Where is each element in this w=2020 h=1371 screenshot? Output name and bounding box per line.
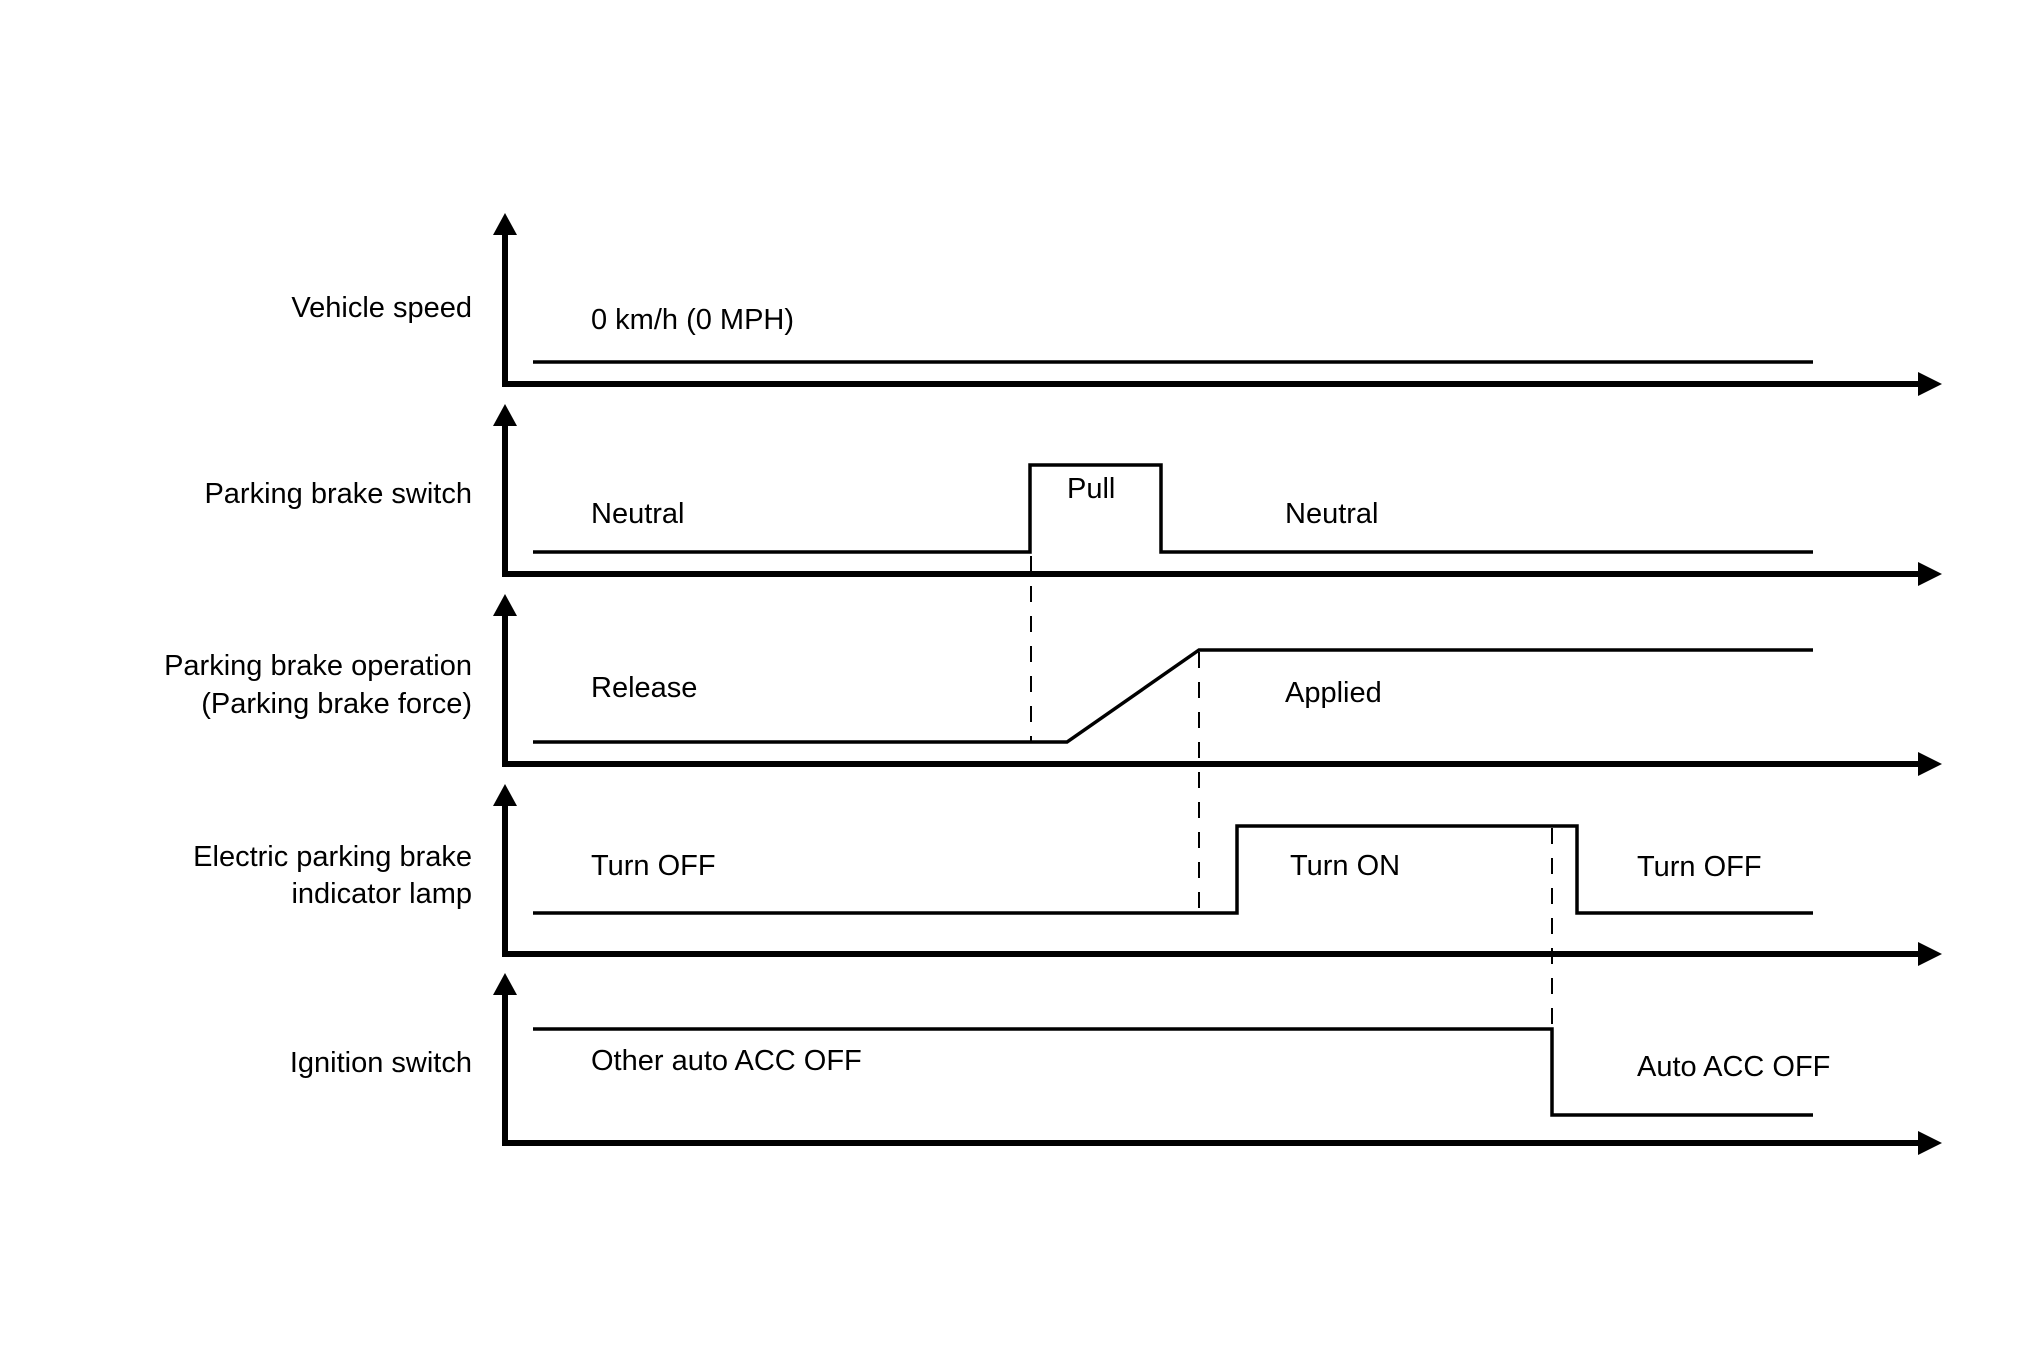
state-label: Other auto ACC OFF — [591, 1045, 862, 1077]
state-label: Release — [591, 672, 697, 704]
state-label: Turn OFF — [1637, 851, 1762, 883]
row-label-ignition-switch: Ignition switch — [290, 1047, 472, 1079]
signal-ignition-switch — [533, 1027, 1813, 1117]
axis-ignition-switch — [502, 987, 1925, 1146]
row-label-parking-brake-force: (Parking brake force) — [201, 688, 472, 720]
axis-parking-brake-switch — [502, 418, 1925, 577]
row-label-indicator-lamp-2: indicator lamp — [291, 878, 472, 910]
row-ignition-switch: Ignition switch Other auto ACC OFF Auto … — [290, 973, 1942, 1155]
row-label-parking-brake-operation: Parking brake operation — [164, 650, 472, 682]
state-label: Neutral — [1285, 498, 1379, 530]
state-label: Turn OFF — [591, 850, 716, 882]
axis-indicator-lamp — [502, 798, 1925, 957]
x-arrow-icon — [1918, 562, 1942, 586]
state-label: 0 km/h (0 MPH) — [591, 304, 794, 336]
y-arrow-icon — [493, 784, 517, 806]
x-arrow-icon — [1918, 372, 1942, 396]
signal-parking-brake-switch — [533, 463, 1813, 554]
row-parking-brake-switch: Parking brake switch Neutral Pull Neutra… — [204, 404, 1942, 586]
state-label: Pull — [1067, 473, 1115, 505]
row-indicator-lamp: Electric parking brake indicator lamp Tu… — [193, 784, 1942, 966]
state-label: Turn ON — [1290, 850, 1400, 882]
y-arrow-icon — [493, 594, 517, 616]
signal-indicator-lamp — [533, 824, 1813, 915]
row-label-indicator-lamp-1: Electric parking brake — [193, 841, 472, 873]
state-label: Neutral — [591, 498, 685, 530]
y-arrow-icon — [493, 213, 517, 235]
row-label-vehicle-speed: Vehicle speed — [291, 292, 472, 324]
axis-parking-brake-operation — [502, 608, 1925, 767]
y-arrow-icon — [493, 973, 517, 995]
row-label-parking-brake-switch: Parking brake switch — [204, 478, 472, 510]
x-arrow-icon — [1918, 942, 1942, 966]
y-arrow-icon — [493, 404, 517, 426]
state-label: Auto ACC OFF — [1637, 1051, 1830, 1083]
signal-parking-brake-operation — [533, 648, 1813, 744]
state-label: Applied — [1285, 677, 1382, 709]
axis-vehicle-speed — [502, 228, 1925, 387]
row-vehicle-speed: Vehicle speed 0 km/h (0 MPH) — [291, 213, 1942, 396]
row-parking-brake-operation: Parking brake operation (Parking brake f… — [164, 594, 1942, 776]
x-arrow-icon — [1918, 752, 1942, 776]
x-arrow-icon — [1918, 1131, 1942, 1155]
